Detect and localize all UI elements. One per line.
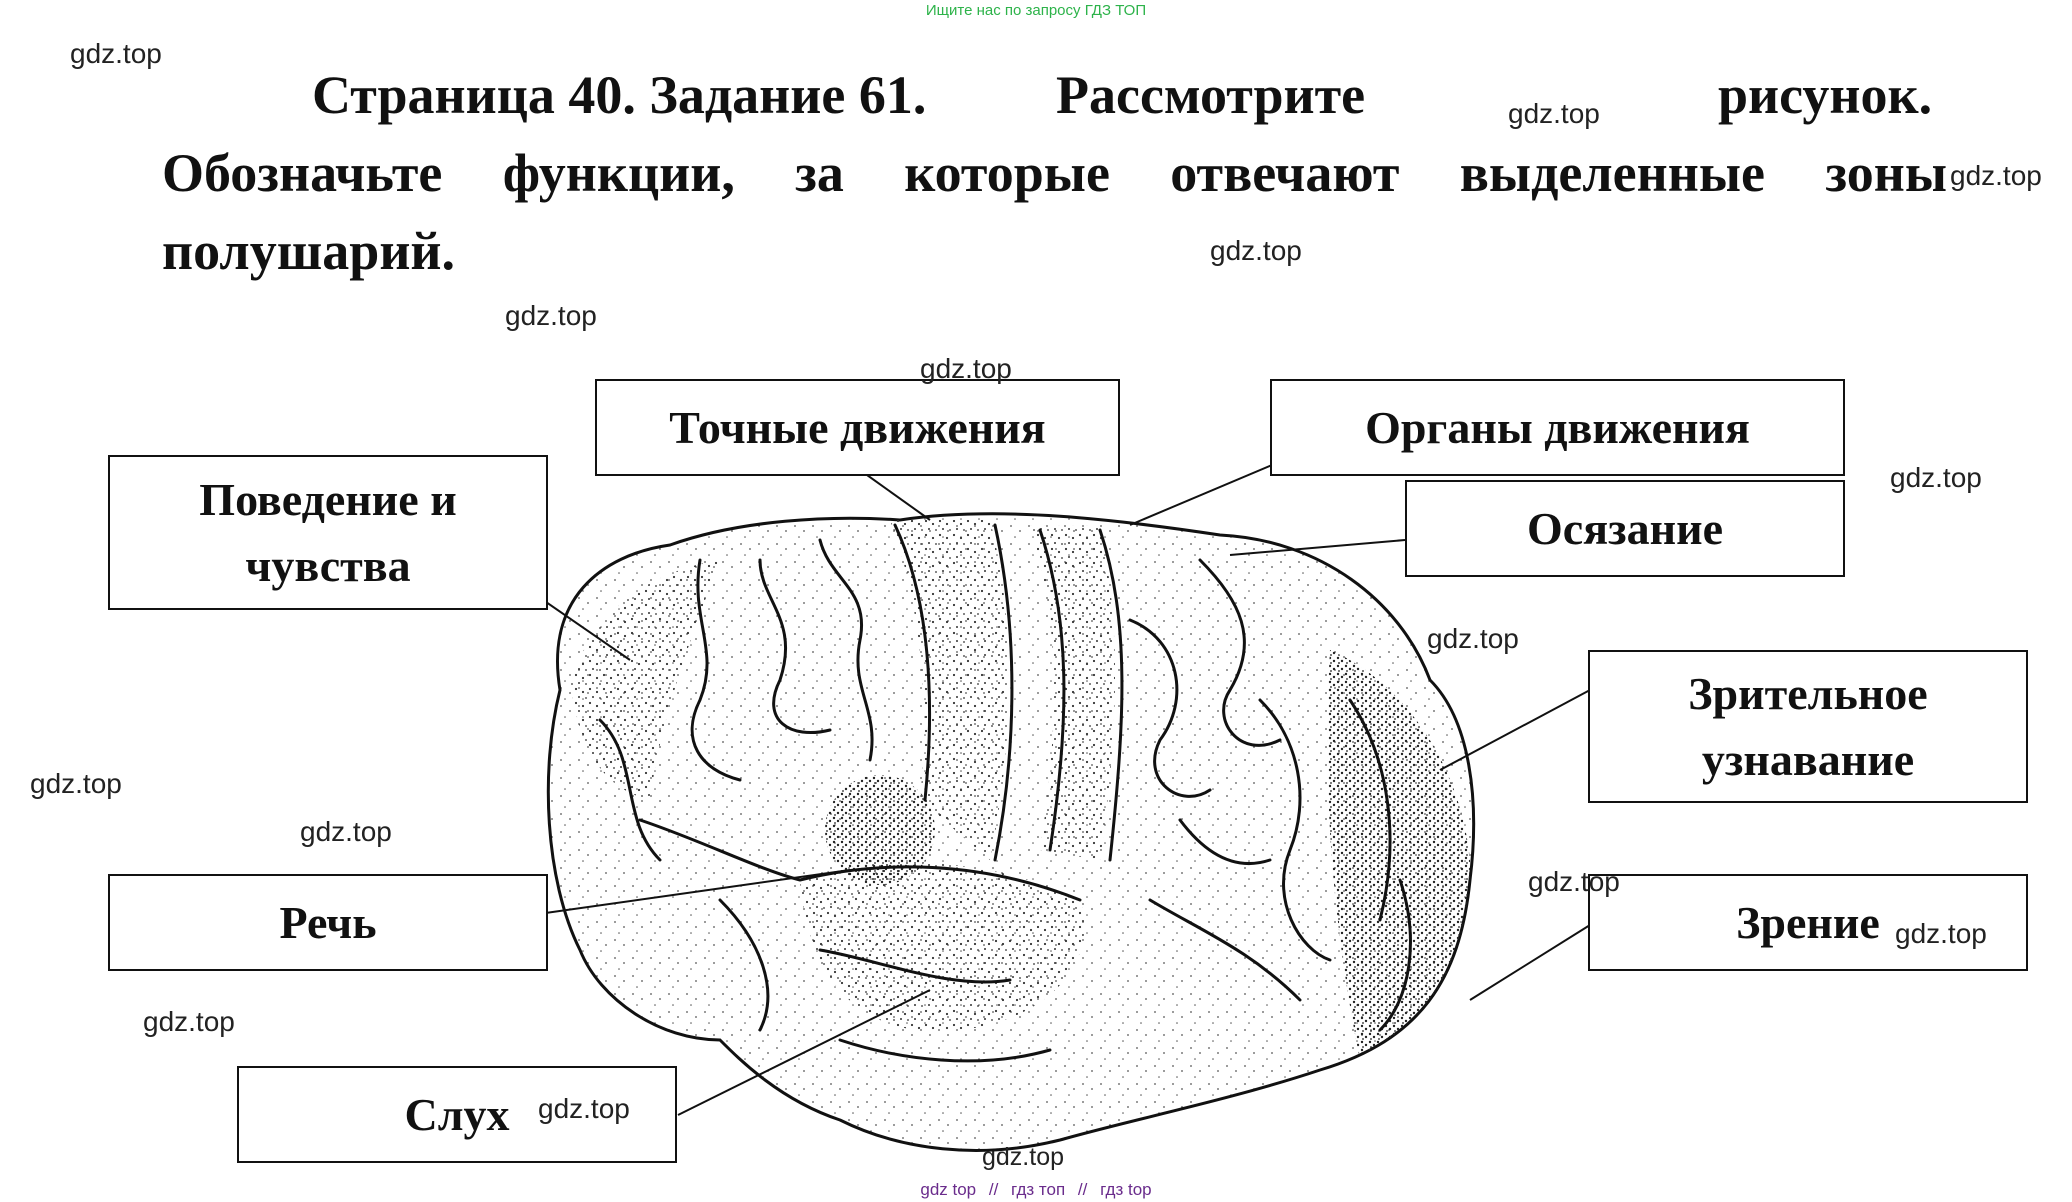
watermark: gdz.top	[30, 768, 122, 799]
label-visual-recognition-line2: узнавание	[1701, 733, 1915, 785]
heading-line2: Обозначьте функции, за которые отвечают …	[162, 143, 1947, 203]
label-touch: Осязание	[1405, 480, 1845, 577]
watermark: gdz.top	[1427, 623, 1519, 654]
watermark: gdz.top	[300, 816, 392, 847]
footer-link-2[interactable]: гдз топ	[1011, 1180, 1066, 1199]
leader-precise	[859, 469, 931, 521]
leader-motor	[1129, 464, 1273, 526]
label-visual-recognition: Зрительное узнавание	[1588, 650, 2028, 803]
leader-hearing	[677, 989, 931, 1116]
watermark: gdz.top	[538, 1093, 630, 1124]
leader-touch	[1229, 539, 1406, 556]
leader-speech	[509, 869, 851, 919]
footer-separator: //	[988, 1180, 999, 1199]
watermark: gdz.top	[920, 353, 1012, 384]
footer-link-3[interactable]: гдз top	[1100, 1180, 1152, 1199]
label-behavior: Поведение и чувства	[108, 455, 548, 610]
watermark: gdz.top	[1528, 866, 1620, 897]
watermark: gdz.top	[1950, 160, 2042, 191]
label-vision: Зрение	[1588, 874, 2028, 971]
label-speech: Речь	[108, 874, 548, 971]
label-behavior-line1: Поведение и	[199, 473, 457, 525]
watermark: gdz.top	[1890, 462, 1982, 493]
leader-visual-recog	[1439, 689, 1591, 771]
heading-line1-part1: Страница 40. Задание 61.	[312, 65, 927, 125]
label-precise-movements: Точные движения	[595, 379, 1120, 476]
watermark: gdz.top	[1508, 98, 1600, 129]
watermark: gdz.top	[143, 1006, 235, 1037]
watermark: gdz.top	[982, 1143, 1065, 1171]
heading-line1-part2: Рассмотрите	[1056, 65, 1366, 125]
watermark: gdz.top	[1210, 235, 1302, 266]
footer-separator: //	[1077, 1180, 1088, 1199]
label-behavior-line2: чувства	[245, 539, 411, 591]
label-motor-organs: Органы движения	[1270, 379, 1845, 476]
label-visual-recognition-line1: Зрительное	[1688, 667, 1928, 719]
heading-line1-part3: рисунок.	[1718, 65, 1933, 125]
leader-vision	[1469, 924, 1591, 1001]
top-banner: Ищите нас по запросу ГДЗ ТОП	[925, 2, 1147, 19]
label-hearing: Слух	[237, 1066, 677, 1163]
footer-link-1[interactable]: gdz top	[920, 1180, 977, 1199]
watermark: gdz.top	[70, 38, 162, 69]
watermark: gdz.top	[505, 300, 597, 331]
footer-links: gdz top // гдз топ // гдз top	[0, 1180, 2072, 1200]
heading-line3: полушарий.	[162, 221, 456, 281]
watermark: gdz.top	[1895, 918, 1987, 949]
